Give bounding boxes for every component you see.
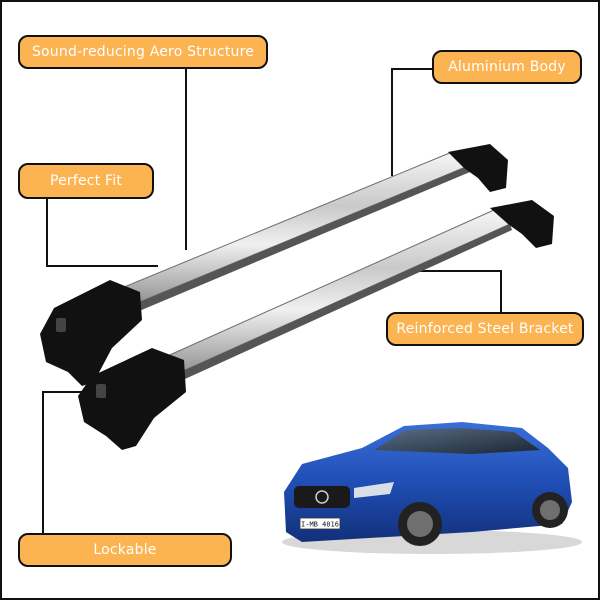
bar-front-foot-left (78, 348, 186, 450)
callout-steel-bracket: Reinforced Steel Bracket (386, 312, 584, 346)
bar-front-groove (172, 224, 512, 384)
leader-line-bracket-h (396, 270, 502, 272)
bar-rear-foot-right (448, 144, 508, 192)
bar-rear-foot-left (40, 280, 142, 386)
bar-front-lock (96, 384, 106, 398)
callout-lockable: Lockable (18, 533, 232, 567)
bar-front-profile (153, 209, 511, 377)
car-emblem (315, 490, 329, 504)
car-windows (374, 428, 540, 454)
callout-perfect-fit: Perfect Fit (18, 163, 154, 199)
car-plate-text: I-MB 4016 (301, 521, 339, 529)
car-wheel-rear-rim (540, 500, 560, 520)
leader-line-fit-h (46, 265, 158, 267)
car-illustration: I-MB 4016 (282, 422, 582, 554)
leader-line-bracket-v (500, 270, 502, 314)
bar-rear-profile (111, 151, 469, 307)
leader-line-aero (185, 68, 187, 250)
car-plate (299, 517, 341, 530)
car-grille (294, 486, 350, 508)
callout-aero-structure: Sound-reducing Aero Structure (18, 35, 268, 69)
bar-front-foot-right (490, 200, 554, 248)
leader-line-fit-v (46, 198, 48, 267)
roof-bar-rear (40, 144, 508, 386)
leader-line-aluminium (391, 68, 393, 176)
bar-rear-lock (56, 318, 66, 332)
callout-aluminium-body: Aluminium Body (432, 50, 582, 84)
leader-line-lockable-v (42, 391, 44, 536)
leader-line-aluminium-h (391, 68, 436, 70)
leader-line-lockable-h (42, 391, 87, 393)
car-wheel-front-rim (407, 511, 433, 537)
roof-bar-front (78, 200, 554, 450)
car-headlight (354, 482, 394, 498)
bar-rear-groove (130, 166, 470, 314)
